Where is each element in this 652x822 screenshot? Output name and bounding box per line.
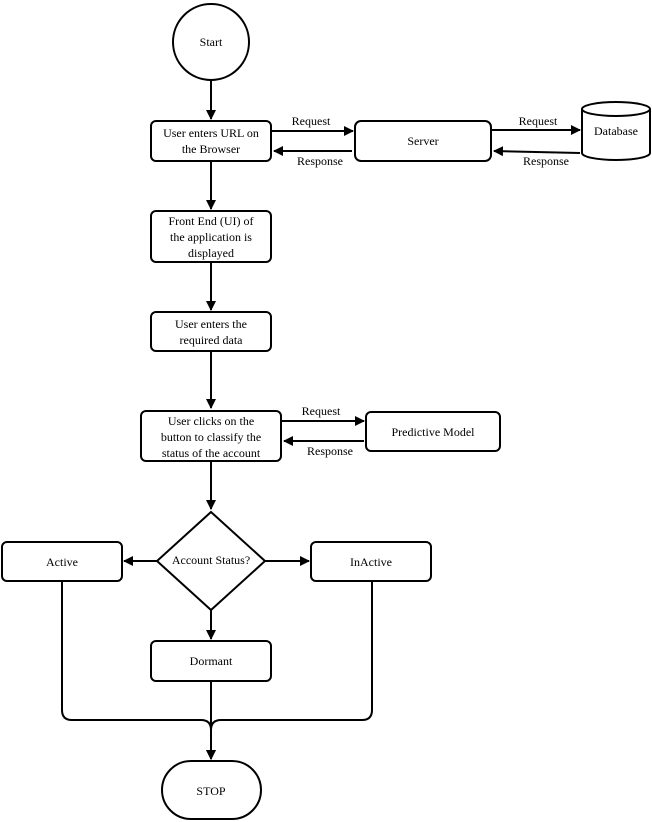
node-stop: STOP [161, 760, 262, 820]
connectors [61, 80, 581, 760]
node-enter-data: User enters the required data [150, 311, 272, 352]
node-frontend-label-1: Front End (UI) of [169, 214, 254, 228]
node-inactive: InActive [310, 541, 432, 582]
node-active-label: Active [46, 555, 78, 569]
node-enter-data-label-2: required data [180, 333, 244, 347]
node-url: User enters URL on the Browser [150, 120, 272, 162]
node-classify-label-1: User clicks on the [168, 414, 254, 428]
edge-inactive-to-stop [210, 581, 373, 731]
node-classify: User clicks on the button to classify th… [140, 410, 282, 462]
node-stop-label: STOP [196, 784, 225, 798]
node-server-label: Server [407, 134, 438, 148]
node-server: Server [354, 120, 492, 162]
node-database-label: Database [594, 124, 638, 138]
node-dormant: Dormant [150, 640, 272, 682]
node-dormant-label: Dormant [190, 654, 233, 668]
node-frontend-label-2: the application is [170, 230, 252, 244]
node-start-label: Start [200, 35, 223, 49]
label-server-url-response: Response [297, 154, 343, 168]
node-classify-label-2: button to classify the [161, 430, 261, 444]
edge-labels: Request Response Request Response Reques… [292, 114, 569, 458]
label-db-server-response: Response [523, 154, 569, 168]
node-inactive-label: InActive [350, 555, 392, 569]
label-server-db-request: Request [519, 114, 558, 128]
node-frontend-label-3: displayed [188, 246, 234, 260]
node-decision: Account Status? [155, 510, 267, 612]
node-url-label-2: the Browser [182, 142, 240, 156]
node-database: Database [581, 101, 651, 161]
node-enter-data-label-1: User enters the [175, 317, 247, 331]
node-start: Start [172, 3, 250, 81]
edge-database-to-server [493, 146, 581, 157]
node-decision-label: Account Status? [172, 553, 250, 567]
node-classify-label-3: status of the account [162, 446, 261, 460]
node-active: Active [1, 541, 123, 582]
node-url-label-1: User enters URL on [163, 126, 259, 140]
node-predictive-model: Predictive Model [365, 411, 501, 452]
node-frontend: Front End (UI) of the application is dis… [150, 210, 272, 263]
label-model-classify-response: Response [307, 444, 353, 458]
node-predictive-model-label: Predictive Model [392, 425, 476, 439]
label-classify-model-request: Request [302, 404, 341, 418]
label-url-server-request: Request [292, 114, 331, 128]
